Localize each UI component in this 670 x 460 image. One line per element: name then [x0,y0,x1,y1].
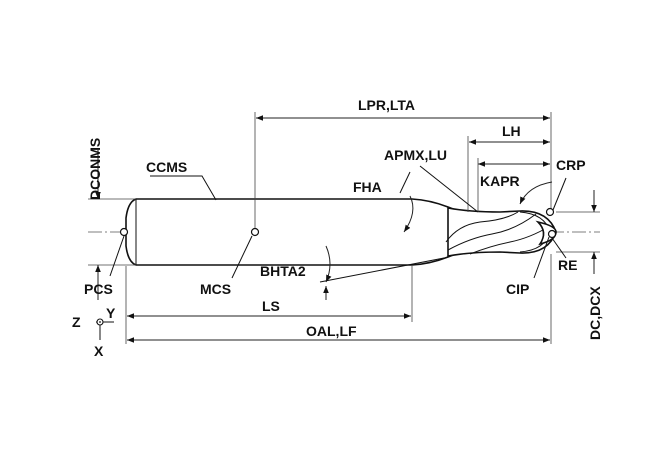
fha-arc [403,195,414,233]
mcs-leader [231,235,253,279]
label-apmx-lu: APMX,LU [384,147,447,163]
label-axis-y: Y [106,305,116,321]
label-oal-lf: OAL,LF [306,323,357,339]
cip-leader [533,236,550,279]
ccms-leader [150,175,217,201]
cip-marker [547,229,557,239]
re-leader [551,237,567,259]
kapr-arc [519,181,553,205]
shank-body [125,198,467,266]
label-fha: FHA [353,179,382,195]
label-axis-z: Z [72,314,81,330]
label-pcs: PCS [84,281,113,297]
label-lh: LH [502,123,521,139]
bhta2-arc [325,245,332,283]
label-cip: CIP [506,281,529,297]
pcs-leader [109,235,125,277]
pcs-marker [119,227,129,237]
bhta2-line [319,257,445,283]
ball-nose-tip [535,220,557,246]
apmx-leader [419,165,479,213]
flute-helix-3 [469,225,551,255]
flute-helix-2 [447,213,537,251]
axis-origin-dot [99,321,101,323]
label-kapr: KAPR [480,173,520,189]
label-bhta2: BHTA2 [260,263,306,279]
label-axis-x: X [94,343,104,359]
label-dc-dcx: DC,DCX [587,286,603,340]
label-re: RE [558,257,577,273]
label-dconms: DCONMS [87,138,103,200]
crp-marker [545,207,555,217]
label-ls: LS [262,298,280,314]
label-mcs: MCS [200,281,231,297]
mcs-marker [250,227,260,237]
label-crp: CRP [556,157,586,173]
fha-leader [399,171,411,194]
label-ccms: CCMS [146,159,187,175]
crp-leader [552,177,567,211]
label-lpr-lta: LPR,LTA [358,97,415,113]
flute-helix-1 [445,211,519,243]
